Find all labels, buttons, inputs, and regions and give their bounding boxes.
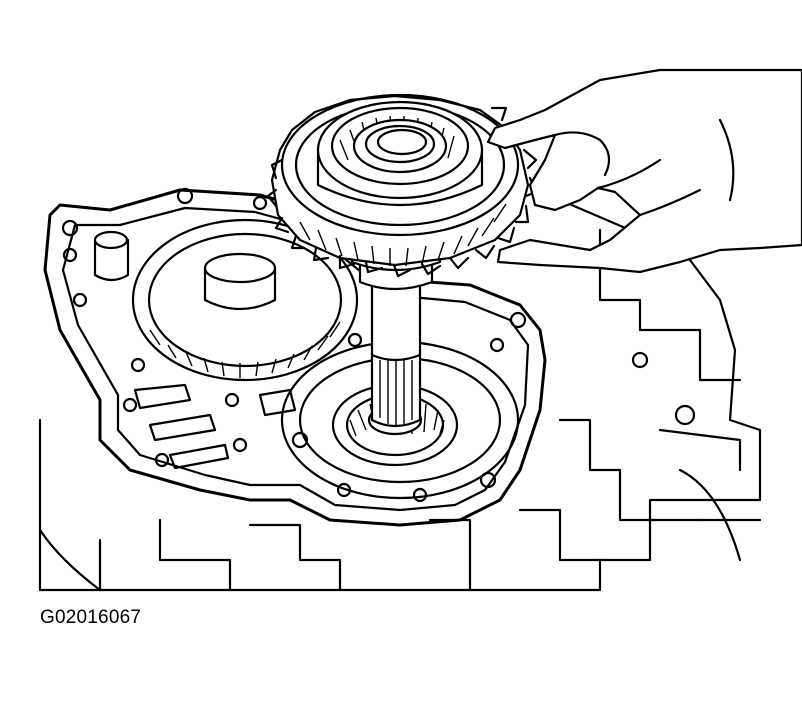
transaxle-housing	[38, 198, 762, 592]
figure-code-label: G02016067	[40, 607, 142, 628]
lower-gear	[131, 218, 359, 382]
dowel-pin	[93, 230, 130, 282]
transmission-gear-illustration	[38, 68, 802, 592]
hand	[486, 68, 802, 274]
main-gear	[266, 93, 538, 278]
